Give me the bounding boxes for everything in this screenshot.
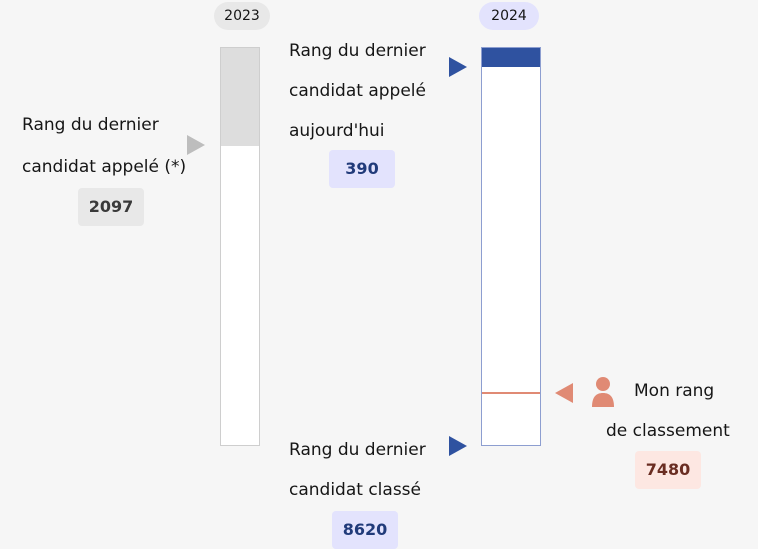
bar-2023-called-fill	[221, 48, 259, 146]
year-2023-badge: 2023	[214, 2, 270, 30]
my-rank-marker-line	[482, 392, 540, 394]
my-rank-label-line1: Mon rang	[634, 381, 715, 401]
triangle-left-icon	[555, 383, 573, 403]
bar-2024	[481, 47, 541, 446]
right-top-label-line1: Rang du dernier	[289, 41, 426, 61]
left-value-badge: 2097	[78, 188, 144, 226]
right-top-label-line3: aujourd'hui	[289, 121, 385, 141]
bar-2023	[220, 47, 260, 446]
bar-2024-called-fill	[482, 48, 540, 67]
my-rank-value-badge: 7480	[635, 451, 701, 489]
triangle-right-icon	[187, 135, 205, 155]
triangle-right-icon	[449, 57, 467, 77]
right-top-value-badge: 390	[329, 150, 395, 188]
right-top-label-line2: candidat appelé	[289, 81, 426, 101]
left-label-line1: Rang du dernier	[22, 115, 159, 135]
right-bottom-label-line2: candidat classé	[289, 480, 421, 500]
left-label-line2: candidat appelé (*)	[22, 157, 187, 177]
my-rank-label-line2: de classement	[606, 421, 730, 441]
triangle-right-icon	[449, 436, 467, 456]
right-bottom-label-line1: Rang du dernier	[289, 440, 426, 460]
right-bottom-value-badge: 8620	[332, 511, 398, 549]
person-icon	[592, 377, 614, 407]
year-2024-badge: 2024	[479, 2, 539, 30]
